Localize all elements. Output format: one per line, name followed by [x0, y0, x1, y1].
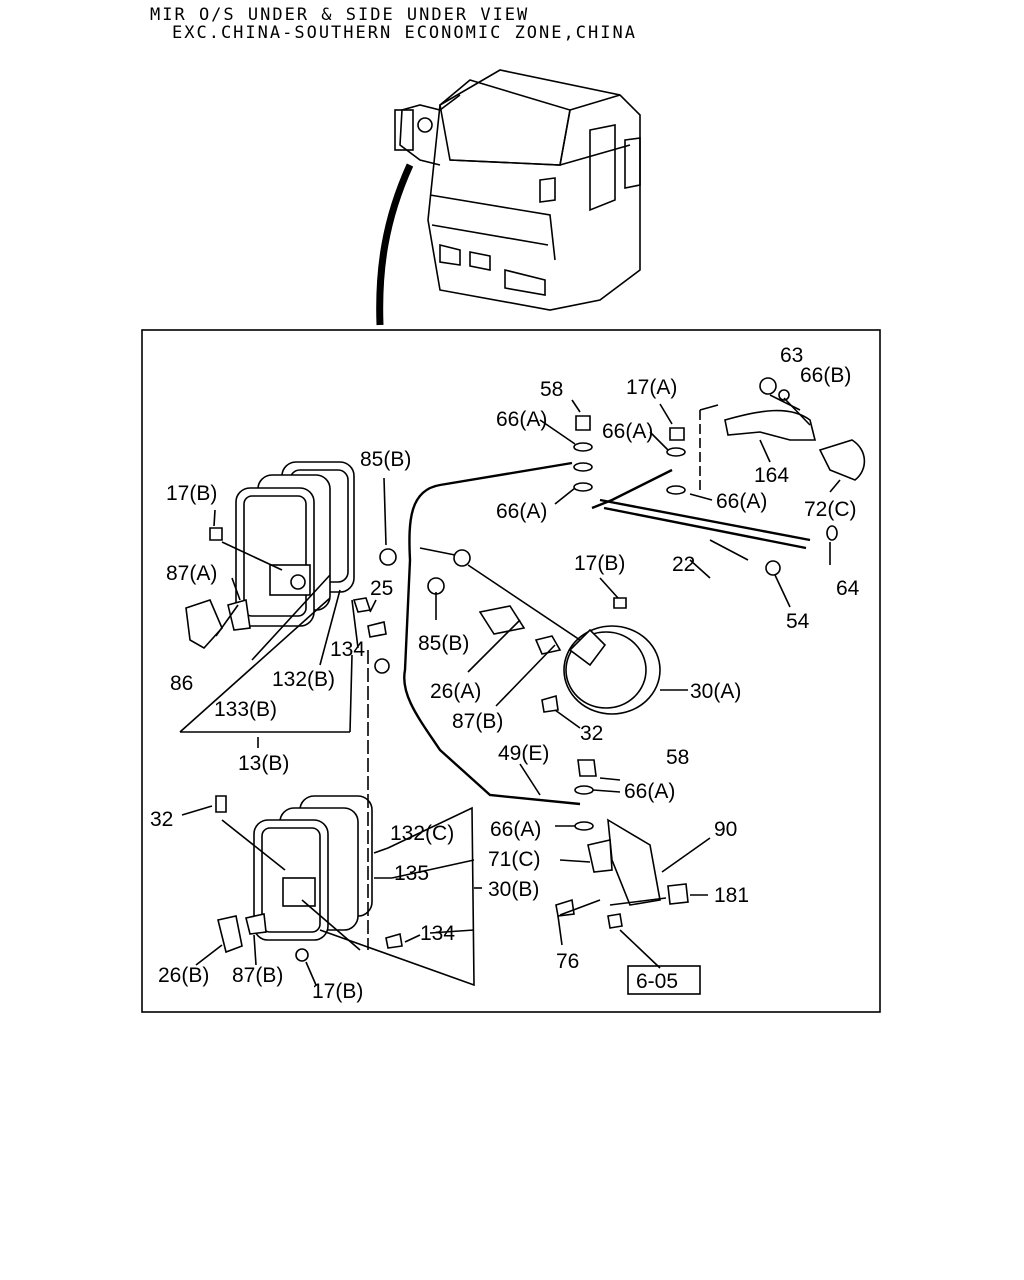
callout-54: 54 [786, 610, 810, 633]
reference-box[interactable] [627, 965, 701, 995]
callout-49e: 49(E) [498, 742, 549, 765]
leader-lines [179, 394, 841, 987]
upper-mirror-assembly [235, 461, 355, 627]
callout-32-mid: 32 [580, 722, 603, 745]
callout-26a: 26(A) [430, 680, 481, 703]
callout-132c: 132(C) [390, 822, 454, 845]
diagram-subtitle: EXC.CHINA-SOUTHERN ECONOMIC ZONE,CHINA [172, 23, 637, 43]
callout-58-bottom: 58 [666, 746, 689, 769]
callout-87b-lower: 87(B) [232, 964, 283, 987]
callout-13b: 13(B) [238, 752, 289, 775]
mirror-stays [367, 404, 811, 950]
diagram-title: MIR O/S UNDER & SIDE UNDER VIEW [150, 5, 530, 25]
callout-90: 90 [714, 818, 737, 841]
reference-box-label[interactable]: 6-05 [636, 970, 678, 993]
callout-66a-5: 66(A) [624, 780, 675, 803]
callout-32-lower: 32 [150, 808, 173, 831]
callout-66a-4: 66(A) [496, 500, 547, 523]
callout-87b-mid: 87(B) [452, 710, 503, 733]
callout-64: 64 [836, 577, 860, 600]
view-pointer-arrow [376, 163, 414, 326]
callout-66a-6: 66(A) [490, 818, 541, 841]
callout-17b-lower: 17(B) [312, 980, 363, 1003]
callout-25: 25 [370, 577, 393, 600]
callout-85b-top: 85(B) [360, 448, 411, 471]
callout-66a-1: 66(A) [496, 408, 547, 431]
callout-22: 22 [672, 553, 695, 576]
round-mirror [563, 625, 661, 715]
callout-63: 63 [780, 344, 803, 367]
callout-66b: 66(B) [800, 364, 851, 387]
callout-76: 76 [556, 950, 579, 973]
callout-164: 164 [754, 464, 789, 487]
callout-134-upper: 134 [330, 638, 365, 661]
callout-58-top: 58 [540, 378, 563, 401]
callout-133b: 133(B) [214, 698, 277, 721]
callout-66a-3: 66(A) [716, 490, 767, 513]
callout-85b-mid: 85(B) [418, 632, 469, 655]
callout-86: 86 [170, 672, 193, 695]
callout-181: 181 [714, 884, 749, 907]
callout-26b: 26(B) [158, 964, 209, 987]
callout-71c: 71(C) [488, 848, 541, 871]
hardware-parts [185, 415, 689, 962]
callout-17b-upper: 17(B) [166, 482, 217, 505]
callout-134-lower: 134 [420, 922, 455, 945]
callout-66a-2: 66(A) [602, 420, 653, 443]
mirror-arm-parts [724, 377, 866, 576]
callout-17a: 17(A) [626, 376, 677, 399]
callout-17b-mid: 17(B) [574, 552, 625, 575]
callout-30b: 30(B) [488, 878, 539, 901]
diagram-frame [141, 329, 881, 1013]
lower-mirror-assembly [253, 795, 373, 941]
callout-132b: 132(B) [272, 668, 335, 691]
callout-72c: 72(C) [804, 498, 857, 521]
callout-135: 135 [394, 862, 429, 885]
callout-87a: 87(A) [166, 562, 217, 585]
callout-30a: 30(A) [690, 680, 741, 703]
truck-cab-illustration [394, 69, 641, 311]
